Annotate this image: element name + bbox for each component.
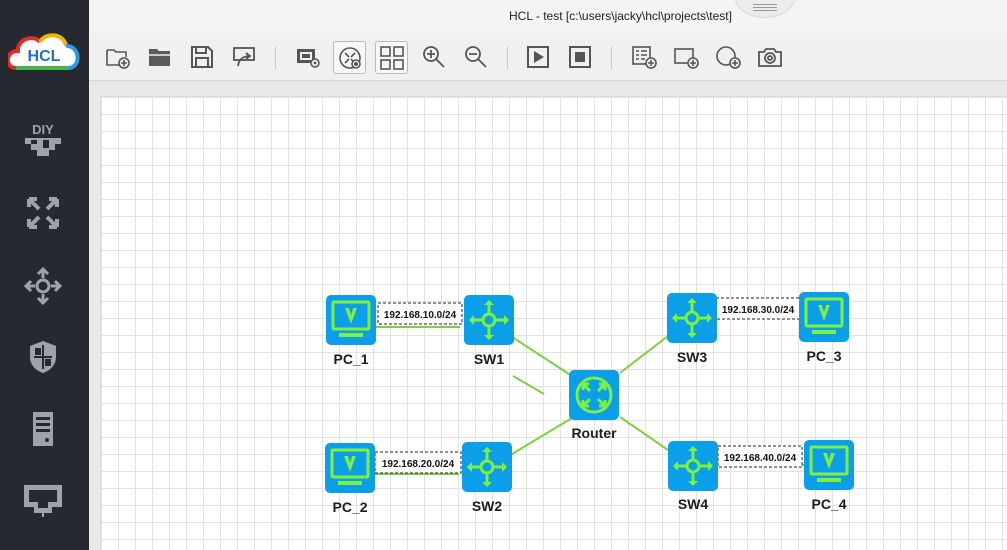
router-label: Router (571, 425, 617, 441)
export-icon[interactable] (229, 42, 259, 72)
sw2-node[interactable] (460, 440, 514, 494)
toolbar-separator (507, 47, 508, 69)
new-project-icon[interactable] (103, 42, 133, 72)
left-sidebar: HCL DIY (0, 0, 89, 550)
toolbar (89, 33, 1007, 81)
sw4-node[interactable] (666, 439, 720, 493)
svg-text:192.168.20.0/24: 192.168.20.0/24 (382, 459, 455, 470)
switch-category-icon[interactable] (18, 263, 68, 309)
topology-diagram: 192.168.10.0/24 192.168.20.0/24 192.168.… (323, 290, 856, 515)
topology-canvas[interactable]: 192.168.10.0/24 192.168.20.0/24 192.168.… (100, 96, 1007, 550)
network-label-net2: 192.168.20.0/24 (374, 451, 462, 474)
add-rectangle-icon[interactable] (671, 42, 701, 72)
svg-text:192.168.30.0/24: 192.168.30.0/24 (722, 305, 795, 316)
sw3-label: SW3 (677, 349, 708, 365)
pc-icon (323, 441, 377, 495)
diy-icon[interactable]: DIY (18, 118, 68, 164)
pc-icon (324, 293, 378, 347)
switch-icon (665, 291, 719, 345)
save-icon[interactable] (187, 42, 217, 72)
pc2-label: PC_2 (332, 499, 367, 515)
router-node[interactable] (567, 368, 621, 422)
sw3-node[interactable] (665, 291, 719, 345)
pc1-label: PC_1 (333, 351, 368, 367)
start-icon[interactable] (523, 42, 553, 72)
connection-category-icon[interactable] (18, 478, 68, 524)
sw4-label: SW4 (678, 496, 709, 512)
toolbar-separator (611, 47, 612, 69)
link-sw4-router[interactable] (619, 416, 669, 451)
server-category-icon[interactable] (18, 406, 68, 452)
window-title: HCL - test [c:\users\jacky\hcl\projects\… (509, 9, 732, 23)
logo-text: HCL (28, 48, 61, 65)
switch-icon (460, 440, 514, 494)
pc3-node[interactable] (797, 290, 851, 344)
pc3-label: PC_3 (806, 348, 841, 364)
link-sw1-router[interactable] (512, 375, 545, 395)
switch-icon (666, 439, 720, 493)
router-category-icon[interactable] (18, 190, 68, 236)
zoom-in-icon[interactable] (419, 42, 449, 72)
switch-icon (462, 293, 516, 347)
open-project-icon[interactable] (145, 42, 175, 72)
pc2-node[interactable] (323, 441, 377, 495)
screenshot-icon[interactable] (755, 42, 785, 72)
sw2-label: SW2 (472, 498, 503, 514)
pc4-label: PC_4 (811, 496, 846, 512)
network-label-net3: 192.168.30.0/24 (715, 297, 801, 320)
show-interface-icon[interactable] (293, 42, 323, 72)
toolbar-separator (275, 47, 276, 69)
firewall-category-icon[interactable] (18, 334, 68, 380)
network-label-net1: 192.168.10.0/24 (377, 302, 463, 325)
pc-icon (802, 438, 856, 492)
menu-lines-icon[interactable] (753, 4, 777, 13)
pc4-node[interactable] (802, 438, 856, 492)
hcl-logo: HCL (6, 30, 80, 74)
svg-text:192.168.10.0/24: 192.168.10.0/24 (384, 310, 457, 321)
pc-icon (797, 290, 851, 344)
zoom-out-icon[interactable] (461, 42, 491, 72)
add-text-icon[interactable] (629, 42, 659, 72)
router-icon (567, 368, 621, 422)
network-label-net4: 192.168.40.0/24 (717, 445, 803, 468)
svg-text:192.168.40.0/24: 192.168.40.0/24 (724, 453, 797, 464)
link-sw3-router[interactable] (619, 335, 669, 374)
stop-icon[interactable] (565, 42, 595, 72)
title-bar: HCL - test [c:\users\jacky\hcl\projects\… (89, 0, 1007, 33)
grid-view-icon[interactable] (375, 41, 408, 74)
topology-view-icon[interactable] (333, 41, 366, 74)
pc1-node[interactable] (324, 293, 378, 347)
sw1-label: SW1 (474, 351, 505, 367)
sw1-node[interactable] (462, 293, 516, 347)
diy-label: DIY (32, 122, 54, 137)
add-ellipse-icon[interactable] (713, 42, 743, 72)
workspace-area: 192.168.10.0/24 192.168.20.0/24 192.168.… (89, 81, 1007, 550)
